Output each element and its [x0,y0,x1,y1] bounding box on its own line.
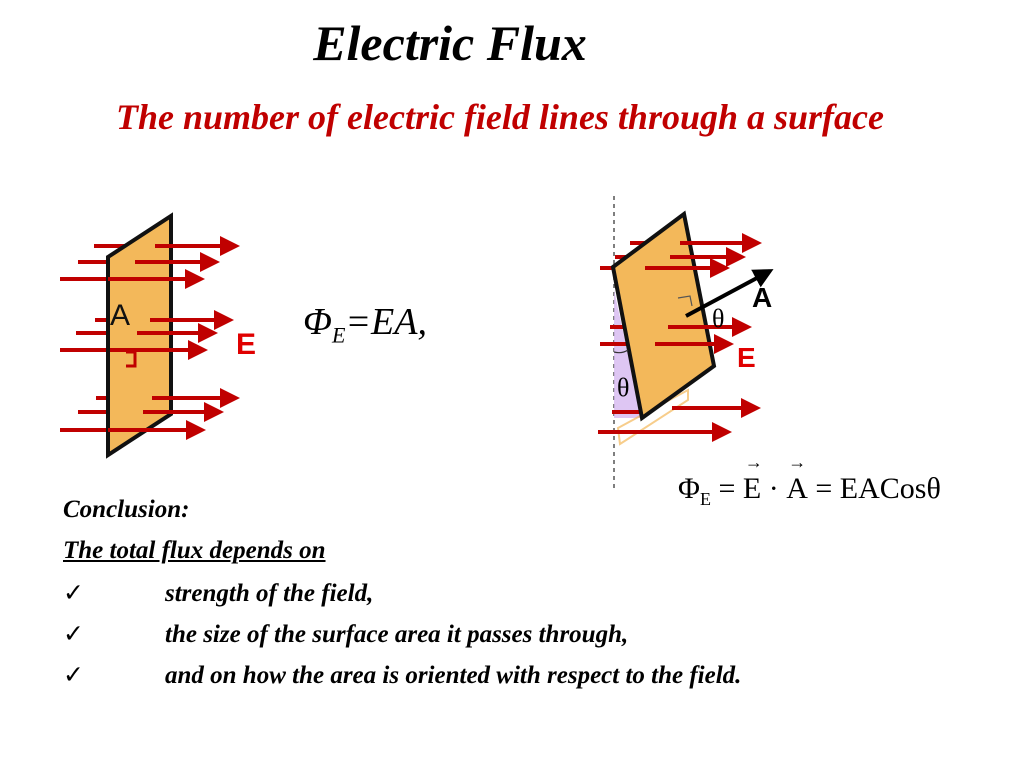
depends-heading: The total flux depends on [63,537,326,564]
phi-symbol: Φ [678,472,700,505]
left-surface [106,212,173,459]
flux-formula-full: ΦE = E · A = EACosθ [678,452,941,510]
phi-subscript: E [699,489,711,509]
check-icon: ✓ [63,578,84,607]
phi-subscript: E [331,322,346,348]
angle-label-side: θ [617,373,629,402]
area-vector-label: A [752,282,772,313]
left-field-lines-front [108,236,240,440]
phi-symbol: Φ [303,301,332,343]
left-field-label: E [236,328,256,361]
equals: = [710,472,743,505]
list-item: ✓ the size of the surface area it passes … [63,619,628,649]
right-tilted-surface [610,210,717,422]
list-item: ✓ and on how the area is oriented with re… [63,660,741,690]
angle-label-top: θ [712,304,724,333]
right-field-label: E [737,342,756,373]
left-area-label: A [110,299,130,332]
e-vector: E [743,452,763,506]
list-item-text: strength of the field, [165,580,374,607]
conclusion-heading: Conclusion: [63,496,190,523]
list-item-text: and on how the area is oriented with res… [165,662,742,689]
a-vector: A [786,452,808,506]
slide-subtitle: The number of electric field lines throu… [116,97,884,137]
right-angle-mark-tilted [677,295,693,307]
check-icon: ✓ [63,619,84,648]
list-item: ✓ strength of the field, [63,578,373,608]
area-vector-arrow [685,269,774,318]
angle-arc-side [613,349,629,354]
formula-rhs: =EA, [345,301,427,343]
slide-title: Electric Flux [313,15,587,71]
dot-operator: · [761,472,787,505]
flux-formula-simple: ΦE=EA, [303,300,427,349]
list-item-text: the size of the surface area it passes t… [165,621,629,648]
check-icon: ✓ [63,660,84,689]
formula-rest: = EACosθ [807,472,941,505]
right-field-lines-front [640,233,762,442]
